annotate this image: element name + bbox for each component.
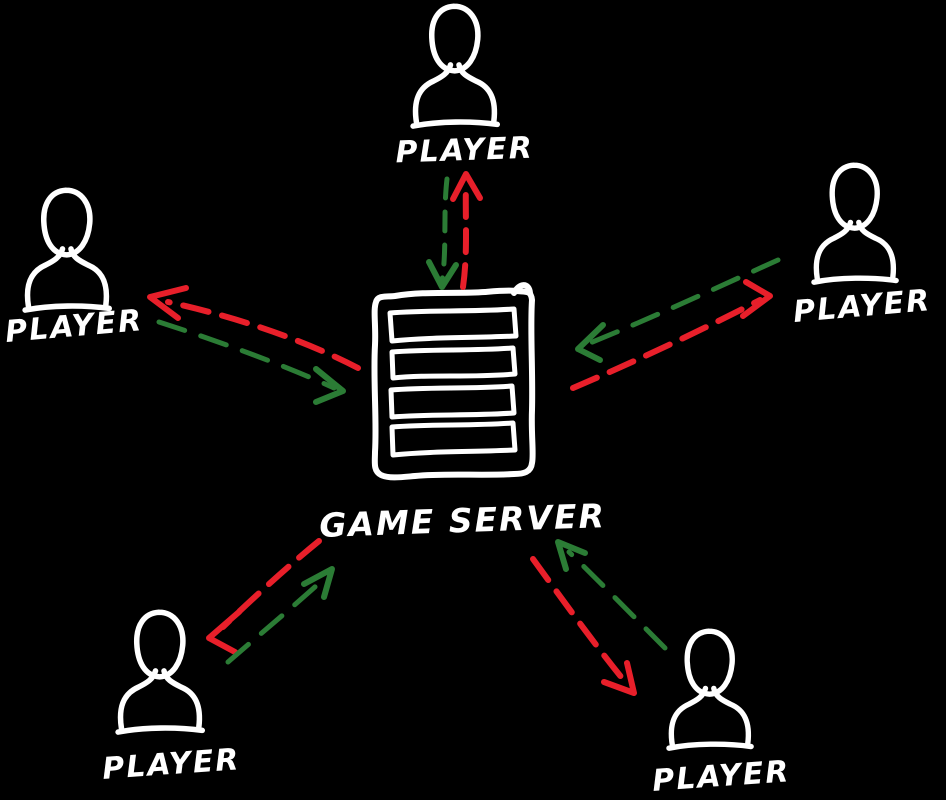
arrow-player-bottom-left-to-server	[225, 566, 335, 665]
arrow-shaft	[566, 549, 668, 651]
server-slat-1	[387, 306, 519, 344]
arrow-head	[426, 259, 459, 290]
server-slat-4	[389, 420, 518, 458]
arrow-shaft	[530, 556, 629, 686]
arrow-head	[555, 539, 588, 572]
arrow-shaft	[220, 538, 322, 630]
arrow-player-top-to-server	[426, 176, 459, 290]
arrow-head	[450, 171, 483, 202]
arrow-shaft	[439, 176, 450, 284]
arrow-head	[313, 366, 346, 405]
server-outline-hook	[511, 282, 533, 296]
arrow-server-to-player-top	[450, 171, 483, 290]
arrow-head	[601, 660, 637, 696]
arrow-head	[575, 322, 606, 363]
arrow-player-left-to-server	[156, 319, 346, 405]
arrow-player-bottom-right-to-server	[555, 539, 668, 651]
arrow-shaft	[165, 299, 361, 371]
arrow-shaft	[570, 297, 763, 391]
arrow-player-right-to-server	[575, 257, 781, 363]
server-slat-3	[388, 383, 517, 420]
arrow-head	[206, 609, 242, 655]
arrow-shaft	[225, 574, 329, 665]
arrow-server-to-player-left	[147, 285, 361, 371]
arrow-server-to-player-bottom-right	[530, 556, 637, 696]
arrow-head	[301, 566, 335, 600]
server-rack-icon	[371, 282, 536, 481]
arrow-shaft	[587, 257, 781, 346]
arrow-shaft	[460, 181, 469, 290]
server-slat-2	[389, 345, 518, 381]
arrow-server-to-player-bottom-left	[206, 538, 322, 655]
arrow-shaft	[156, 319, 337, 391]
arrow-head	[147, 285, 189, 321]
player-label: PLAYER	[395, 131, 534, 171]
arrow-server-to-player-right	[570, 279, 773, 391]
player-node-top: PLAYER	[395, 6, 534, 170]
arrow-head	[740, 279, 773, 319]
